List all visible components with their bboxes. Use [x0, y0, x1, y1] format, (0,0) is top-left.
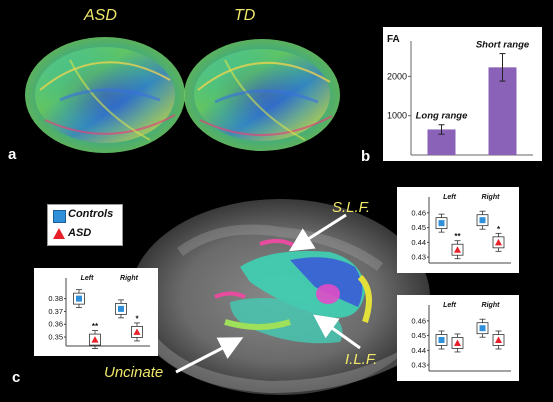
slf-group-label-0: Left	[443, 194, 457, 201]
panel-letter-c: c	[12, 369, 21, 386]
fa-tick-label-1: 2000	[387, 71, 407, 81]
ilf-controls-marker-0	[438, 337, 445, 343]
fa-tick-label-0: 1000	[387, 111, 407, 121]
slf-boxplot: 0.43 0.44 0.45 0.46 Left ** Right *	[397, 187, 519, 273]
slf-significance-1: *	[497, 225, 501, 234]
ilf-controls-marker-1	[479, 325, 486, 332]
slf-arrow	[288, 213, 347, 252]
uncinate-boxplot: 0.35 0.36 0.37 0.38 Left ** Right *	[34, 268, 158, 356]
panel-letter-b: b	[361, 148, 371, 165]
uncinate-significance-1: *	[135, 314, 139, 323]
ilf-arrow	[313, 314, 361, 350]
td-brain-render	[184, 39, 340, 151]
uncinate-asd-marker-1	[133, 328, 141, 335]
ilf-asd-marker-0	[454, 339, 461, 346]
uncinate-tick-label-3: 0.38	[48, 294, 63, 303]
legend-asd-label: ASD	[68, 227, 92, 239]
ilf-tick-label-3: 0.46	[411, 316, 426, 325]
uncinate-arrow	[175, 337, 244, 374]
tract-render	[214, 239, 372, 344]
controls-marker	[53, 210, 66, 223]
asd-marker	[53, 228, 65, 239]
uncinate-group-label-0: Left	[81, 275, 95, 282]
slf-tick-label-0: 0.43	[411, 253, 426, 262]
uncinate-tick-label-2: 0.37	[48, 307, 63, 316]
uncinate-asd-marker-0	[91, 336, 99, 343]
ilf-asd-marker-1	[495, 336, 502, 343]
slf-tick-label-3: 0.46	[411, 208, 426, 217]
td-title: TD	[234, 7, 256, 24]
slf-asd-marker-1	[495, 238, 502, 246]
uncinate-tick-label-1: 0.36	[48, 320, 63, 329]
fa-category-label-1: Short range	[476, 40, 530, 51]
uncinate-significance-0: **	[92, 322, 99, 331]
ilf-label: I.L.F.	[345, 351, 378, 368]
uncinate-controls-marker-1	[118, 305, 124, 312]
panel-letter-a: a	[8, 146, 17, 163]
slf-controls-marker-0	[438, 220, 445, 227]
asd-brain-render	[25, 37, 185, 153]
fa-bar-1	[488, 67, 517, 155]
ilf-tick-label-0: 0.43	[411, 361, 426, 370]
fa-category-label-0: Long range	[416, 111, 468, 122]
ilf-tick-label-1: 0.44	[411, 346, 426, 355]
uncinate-label: Uncinate	[104, 364, 164, 381]
ilf-tick-label-2: 0.45	[411, 331, 426, 340]
uncinate-tick-label-0: 0.35	[48, 333, 63, 342]
ilf-boxplot: 0.43 0.44 0.45 0.46 Left Right	[397, 295, 519, 381]
uncinate-controls-marker-0	[76, 295, 82, 302]
ilf-group-label-1: Right	[482, 302, 501, 309]
slf-asd-marker-0	[454, 246, 461, 253]
fa-axis-label: FA	[387, 34, 400, 45]
slf-group-label-1: Right	[482, 194, 501, 201]
legend-controls-label: Controls	[68, 208, 114, 220]
slf-controls-marker-1	[479, 217, 486, 224]
ilf-group-label-0: Left	[443, 302, 457, 309]
legend: Controls ASD	[47, 204, 123, 246]
slf-significance-0: **	[454, 232, 461, 241]
tractography-images	[25, 37, 340, 153]
asd-title: ASD	[84, 7, 117, 24]
slf-tick-label-1: 0.44	[411, 238, 426, 247]
uncinate-group-label-1: Right	[120, 275, 139, 282]
slf-label: S.L.F.	[332, 199, 371, 216]
slf-tick-label-2: 0.45	[411, 223, 426, 232]
